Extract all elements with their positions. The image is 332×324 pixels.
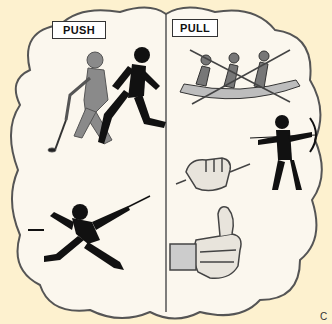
- runner-silhouette: [98, 47, 166, 144]
- fencer-silhouette: [28, 196, 150, 270]
- box-title: PULL: [180, 22, 210, 34]
- divider-line: [165, 14, 167, 312]
- stray-letter: C: [320, 311, 327, 322]
- thumb-hand: [170, 207, 241, 278]
- rowing-boat: [180, 50, 300, 104]
- archer-silhouette: [250, 115, 316, 190]
- label-box: PULL: [172, 19, 218, 37]
- brain-outline: [11, 7, 322, 318]
- hand-pulling: [176, 158, 250, 191]
- box-title: PUSH: [63, 24, 95, 36]
- label-box: PUSH: [52, 21, 106, 39]
